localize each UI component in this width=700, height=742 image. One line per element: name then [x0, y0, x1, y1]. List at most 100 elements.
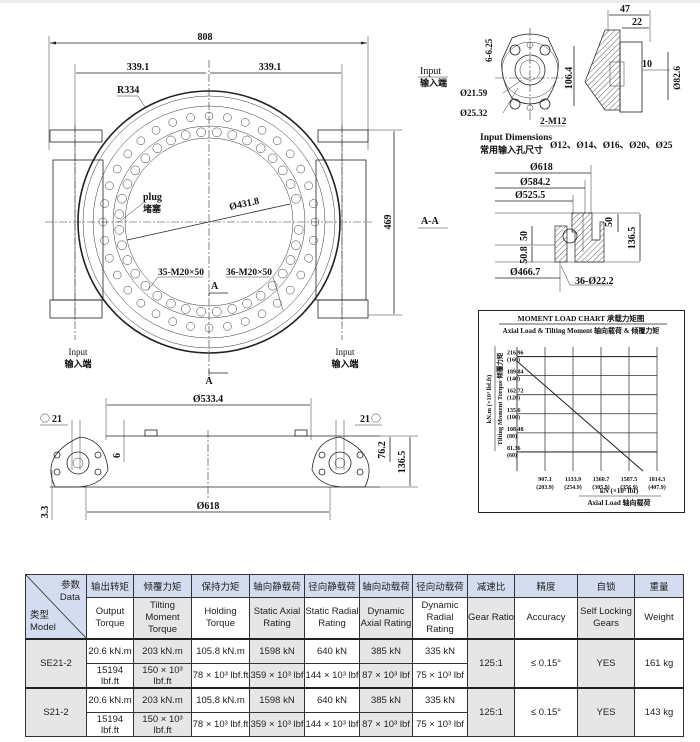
- pilot-dim: Ø82.6: [673, 66, 683, 90]
- table-row: SE21-2 20.6 kN.m 203 kN.m 105.8 kN.m 159…: [25, 638, 684, 689]
- bolt-hole: [285, 149, 295, 159]
- chart-y-tick-sublabel: (140): [507, 376, 520, 383]
- table-row: 15194 lbf.ft 150 × 10³ lbf.ft 78 × 10³ l…: [26, 663, 684, 689]
- chart-y-tick-label: 216.96: [507, 351, 524, 357]
- side-bottom-dia: Ø618: [197, 501, 220, 512]
- input-detail: Input 输入端 6-6.25 Ø21.59 Ø25.32 106.4 2-M…: [418, 4, 683, 155]
- corner-data-cn: 参数: [60, 580, 80, 591]
- bolt-hole: [277, 165, 288, 176]
- moment-load-chart: MOMENT LOAD CHART 承载力矩图 Axial Load & Til…: [478, 310, 685, 513]
- metric-cell: 385 kN: [359, 638, 413, 664]
- section-d1: Ø618: [530, 162, 553, 173]
- side-view: Ø533.4 21 21 6 3.3 Ø: [39, 394, 418, 520]
- depth-total-dim: 47: [620, 4, 630, 15]
- section-mark-top: A: [211, 281, 219, 292]
- section-mark-bottom: A: [205, 376, 213, 387]
- section-h-mid: 50: [519, 231, 530, 241]
- bolt-hole: [242, 298, 252, 309]
- imperial-cell: 15194 lbf.ft: [86, 712, 134, 737]
- chart-series: [516, 360, 644, 472]
- col-en-accuracy: Accuracy: [514, 597, 578, 640]
- bolt-hole: [267, 280, 278, 291]
- input-left-en: Input: [69, 347, 88, 357]
- side-offset: 3.3: [40, 506, 51, 519]
- bolt-hole: [212, 127, 222, 138]
- metric-cell: 1598 kN: [249, 638, 305, 664]
- section-h-top: 50: [604, 217, 615, 227]
- col-en-weight: Weight: [634, 597, 684, 640]
- bolt-hole: [304, 181, 313, 190]
- chart-x-tick-sublabel: (356.9): [620, 484, 638, 491]
- bolt-hole: [309, 236, 318, 245]
- table-row: S21-2 20.6 kN.m 203 kN.m 105.8 kN.m 1598…: [25, 687, 684, 737]
- col-en-tilting-moment: Tilting Moment Torque: [133, 597, 192, 640]
- chart-x-tick-label: 1133.9: [565, 477, 581, 483]
- input-left-cn: 输入端: [64, 358, 91, 369]
- technical-drawing: 808 339.1 339.1 R334 Ø431.8 plug: [39, 4, 683, 520]
- bolt-hole: [136, 298, 146, 308]
- bolt-hole: [123, 149, 133, 159]
- chart-ylabel: Tilting Moment Torque 倾覆力矩: [495, 352, 504, 445]
- corner-data-en: Data: [59, 592, 80, 603]
- col-cn-holding-torque: 保持力矩: [191, 574, 250, 598]
- chart-y-tick-label: 135.6: [507, 408, 521, 414]
- corner-model-cn: 类型: [30, 610, 50, 621]
- col-en-holding-torque: Holding Torque: [191, 597, 250, 640]
- chart-ylabel-units: kN.m (×10³ lbf.ft): [486, 375, 493, 424]
- chart-y-tick-label: 189.84: [507, 370, 524, 376]
- bolt-hole: [223, 322, 232, 331]
- chart-title: MOMENT LOAD CHART 承载力矩图: [518, 313, 645, 323]
- imperial-cell: 75 × 10³ lbf: [412, 663, 468, 689]
- metric-cell: 20.6 kN.m: [86, 687, 134, 713]
- side-hex-left: 21: [52, 414, 62, 425]
- input-dimensions-title-cn: 常用输入孔尺寸: [480, 144, 543, 155]
- dim-height: 469: [383, 215, 394, 230]
- outer-bolt-holes: [98, 111, 320, 333]
- bolt-hole: [100, 236, 109, 245]
- metric-cell: 335 kN: [412, 687, 468, 713]
- bolt-hole: [180, 130, 191, 140]
- bolt-hole: [257, 309, 267, 319]
- col-cn-dynamic-axial: 轴向动载荷: [359, 574, 413, 598]
- chart-y-tick-label: 162.72: [507, 389, 524, 395]
- section-aa-label: A-A: [421, 216, 440, 227]
- top-view: 808 339.1 339.1 R334 Ø431.8 plug: [45, 32, 402, 387]
- metric-cell: 335 kN: [412, 638, 468, 664]
- metric-cell: 203 kN.m: [133, 638, 192, 664]
- chart-xlabel: Axial Load 轴向载荷: [587, 498, 650, 507]
- bolt-hole: [223, 113, 232, 122]
- col-cn-gear-ratio: 减速比: [467, 574, 515, 598]
- bolt-hole: [114, 209, 125, 219]
- col-en-static-axial: Static Axial Rating: [249, 597, 305, 640]
- section-h-low: 50.8: [519, 246, 530, 264]
- bolt-hole: [130, 165, 141, 176]
- weight-cell: 143 kg: [634, 687, 684, 737]
- top-border: [0, 0, 700, 3]
- dim-bolt-circle: Ø431.8: [228, 196, 260, 213]
- accuracy-cell: ≤ 0.15°: [514, 687, 578, 737]
- model-name: S21-2: [25, 687, 87, 737]
- chart-x-tick-label: 1814.3: [649, 477, 666, 483]
- accuracy-cell: ≤ 0.15°: [514, 638, 578, 689]
- dim-overall-width: 808: [198, 32, 213, 43]
- side-total-height: 136.5: [397, 451, 408, 474]
- bolt-hole: [291, 240, 301, 251]
- bolt-hole: [105, 254, 114, 263]
- bolt-hole: [277, 268, 288, 279]
- bolt-hole: [112, 164, 122, 174]
- bolt-hole: [304, 254, 313, 263]
- bolt-hole: [105, 181, 114, 190]
- pitch-dim: 106.4: [564, 67, 575, 90]
- depth-step-dim: 22: [632, 17, 642, 28]
- imperial-cell: 359 × 10³ lbf: [249, 663, 305, 689]
- bolt-hole: [241, 317, 250, 326]
- bolt-hole: [122, 179, 133, 189]
- inner-bolt-holes: [114, 127, 304, 317]
- metric-cell: 203 kN.m: [133, 687, 192, 713]
- section-holes: 36-Ø22.2: [575, 276, 614, 287]
- bore-2-dim: Ø25.32: [460, 108, 488, 118]
- metric-cell: 640 kN: [304, 638, 360, 664]
- bolt-hole: [166, 135, 176, 146]
